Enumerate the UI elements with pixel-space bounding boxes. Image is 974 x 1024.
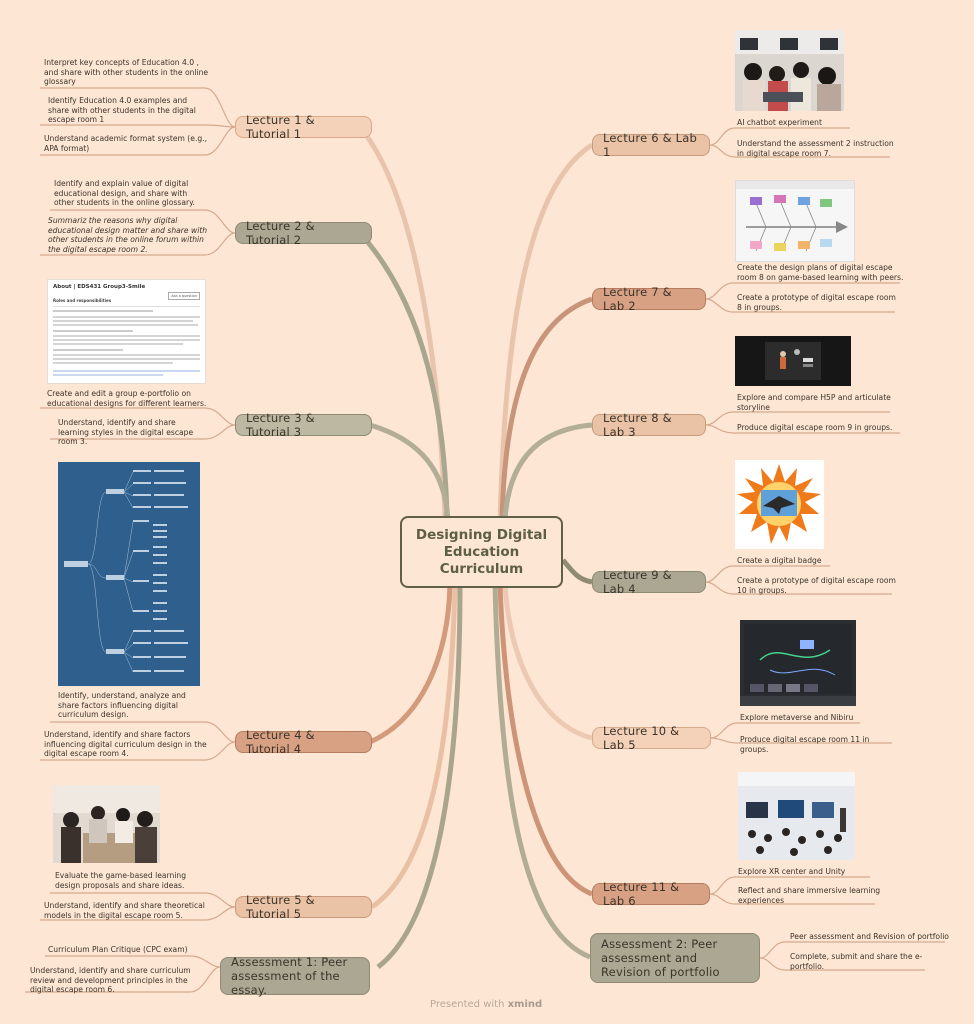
note-l1-2: Identify Education 4.0 examples and shar…: [48, 96, 196, 124]
topic-lecture-6[interactable]: Lecture 6 & Lab 1: [592, 131, 710, 159]
portfolio-subtitle: Roles and responsibilities: [53, 298, 112, 303]
branch-line-l6: [376, 584, 463, 969]
branch-line-r3: [502, 422, 593, 521]
topic-assessment-1[interactable]: Assessment 1: Peer assessment of the ess…: [220, 955, 370, 997]
branch-line-r7: [492, 584, 591, 960]
topic-label: Lecture 3 & Tutorial 3: [246, 411, 315, 439]
branch-line-r1: [497, 142, 594, 521]
note-l4-1: Identify, understand, analyze and share …: [58, 691, 186, 719]
branch-line-l4: [368, 584, 453, 745]
topic-label: Lecture 7 & Lab 2: [603, 285, 672, 313]
note-r2-2: Create a prototype of digital escape roo…: [737, 293, 896, 312]
note-l4-2: Understand, identify and share factors i…: [44, 730, 207, 758]
topic-lecture-11[interactable]: Lecture 11 & Lab 6: [592, 880, 710, 908]
note-l2-1: Identify and explain value of digital ed…: [54, 179, 195, 207]
topic-lecture-10[interactable]: Lecture 10 & Lab 5: [592, 724, 711, 752]
topic-label: Lecture 1 & Tutorial 1: [246, 113, 315, 141]
note-l6-2: Understand, identify and share curriculu…: [30, 966, 191, 994]
fishbone-design-screenshot: [735, 180, 855, 262]
portfolio-title: About | EDS431 Group3-Smile: [53, 284, 146, 290]
topic-assessment-2[interactable]: Assessment 2: Peer assessment and Revisi…: [590, 933, 760, 983]
topic-lecture-1[interactable]: Lecture 1 & Tutorial 1: [235, 113, 372, 141]
topic-label: Assessment 2: Peer assessment and Revisi…: [601, 937, 720, 979]
note-l5-1: Evaluate the game-based learning design …: [55, 871, 187, 890]
metaverse-screenshot: [740, 620, 856, 706]
topic-lecture-4[interactable]: Lecture 4 & Tutorial 4: [235, 728, 372, 756]
topic-lecture-3[interactable]: Lecture 3 & Tutorial 3: [235, 411, 372, 439]
note-l3-2: Understand, identify and share learning …: [58, 418, 194, 446]
topic-label: Lecture 8 & Lab 3: [603, 411, 672, 439]
branch-line-l5: [370, 584, 458, 910]
note-r7-2: Complete, submit and share the e-portfol…: [790, 952, 923, 971]
classroom-photo: [53, 785, 160, 863]
branch-line-l3: [369, 422, 451, 521]
topic-label: Lecture 6 & Lab 1: [603, 131, 697, 159]
xr-center-photo: [738, 772, 855, 860]
note-r3-2: Produce digital escape room 9 in groups.: [737, 423, 893, 432]
note-r6-2: Reflect and share immersive learning exp…: [738, 886, 881, 905]
note-r5-2: Produce digital escape room 11 in groups…: [740, 735, 870, 754]
topic-label: Lecture 11 & Lab 6: [603, 880, 680, 908]
branch-line-l2: [358, 231, 450, 521]
note-r7-1: Peer assessment and Revision of portfoli…: [790, 932, 949, 941]
topic-lecture-8[interactable]: Lecture 8 & Lab 3: [592, 411, 706, 439]
note-l5-2: Understand, identify and share theoretic…: [44, 901, 205, 920]
note-r2-1: Create the design plans of digital escap…: [737, 263, 904, 282]
central-topic[interactable]: Designing Digital Education Curriculum: [400, 516, 563, 588]
topic-label: Lecture 2 & Tutorial 2: [246, 219, 315, 247]
topic-label: Lecture 4 & Tutorial 4: [246, 728, 315, 756]
note-r4-1: Create a digital badge: [737, 556, 822, 565]
branch-line-r6: [497, 584, 593, 897]
ai-chatbot-photo: [735, 30, 844, 111]
topic-label: Assessment 1: Peer assessment of the ess…: [231, 955, 348, 997]
topic-label: Lecture 9 & Lab 4: [603, 568, 672, 596]
note-l1-1: Interpret key concepts of Education 4.0 …: [44, 58, 209, 86]
branch-line-r5: [502, 584, 593, 741]
note-r6-1: Explore XR center and Unity: [738, 867, 846, 876]
topic-lecture-2[interactable]: Lecture 2 & Tutorial 2: [235, 219, 372, 247]
xmind-logo-text: xmind: [507, 999, 543, 1010]
note-r1-1: AI chatbot experiment: [737, 118, 822, 127]
topic-label: Lecture 5 & Tutorial 5: [246, 893, 315, 921]
note-l2-2: Summariz the reasons why digital educati…: [48, 216, 208, 254]
note-l1-3: Understand academic format system (e.g.,…: [44, 134, 208, 153]
central-topic-title: Designing Digital Education Curriculum: [415, 526, 548, 577]
topic-lecture-9[interactable]: Lecture 9 & Lab 4: [592, 568, 706, 596]
note-r1-2: Understand the assessment 2 instruction …: [737, 139, 894, 158]
topic-lecture-5[interactable]: Lecture 5 & Tutorial 5: [235, 893, 372, 921]
note-l3-1: Create and edit a group e-portfolio on e…: [47, 389, 207, 408]
branch-line-r4: [561, 558, 593, 585]
branch-line-r2: [499, 296, 593, 521]
ask-question-tag: Ask a question: [168, 292, 200, 300]
note-r4-2: Create a prototype of digital escape roo…: [737, 576, 896, 595]
digital-badge-image: [735, 460, 824, 549]
topic-lecture-7[interactable]: Lecture 7 & Lab 2: [592, 285, 706, 313]
note-r3-1: Explore and compare H5P and articulate s…: [737, 393, 891, 412]
portfolio-screenshot: About | EDS431 Group3-Smile Roles and re…: [47, 279, 206, 384]
note-l6-1: Curriculum Plan Critique (CPC exam): [48, 945, 188, 954]
footer-credit: Presented with xmind: [430, 999, 542, 1010]
mindmap-diagram-image: [58, 462, 200, 686]
note-r5-1: Explore metaverse and Nibiru: [740, 713, 854, 722]
h5p-storyline-screenshot: [735, 336, 851, 386]
footer-prefix: Presented with: [430, 999, 505, 1010]
topic-label: Lecture 10 & Lab 5: [603, 724, 680, 752]
branch-line-l1: [358, 125, 448, 521]
